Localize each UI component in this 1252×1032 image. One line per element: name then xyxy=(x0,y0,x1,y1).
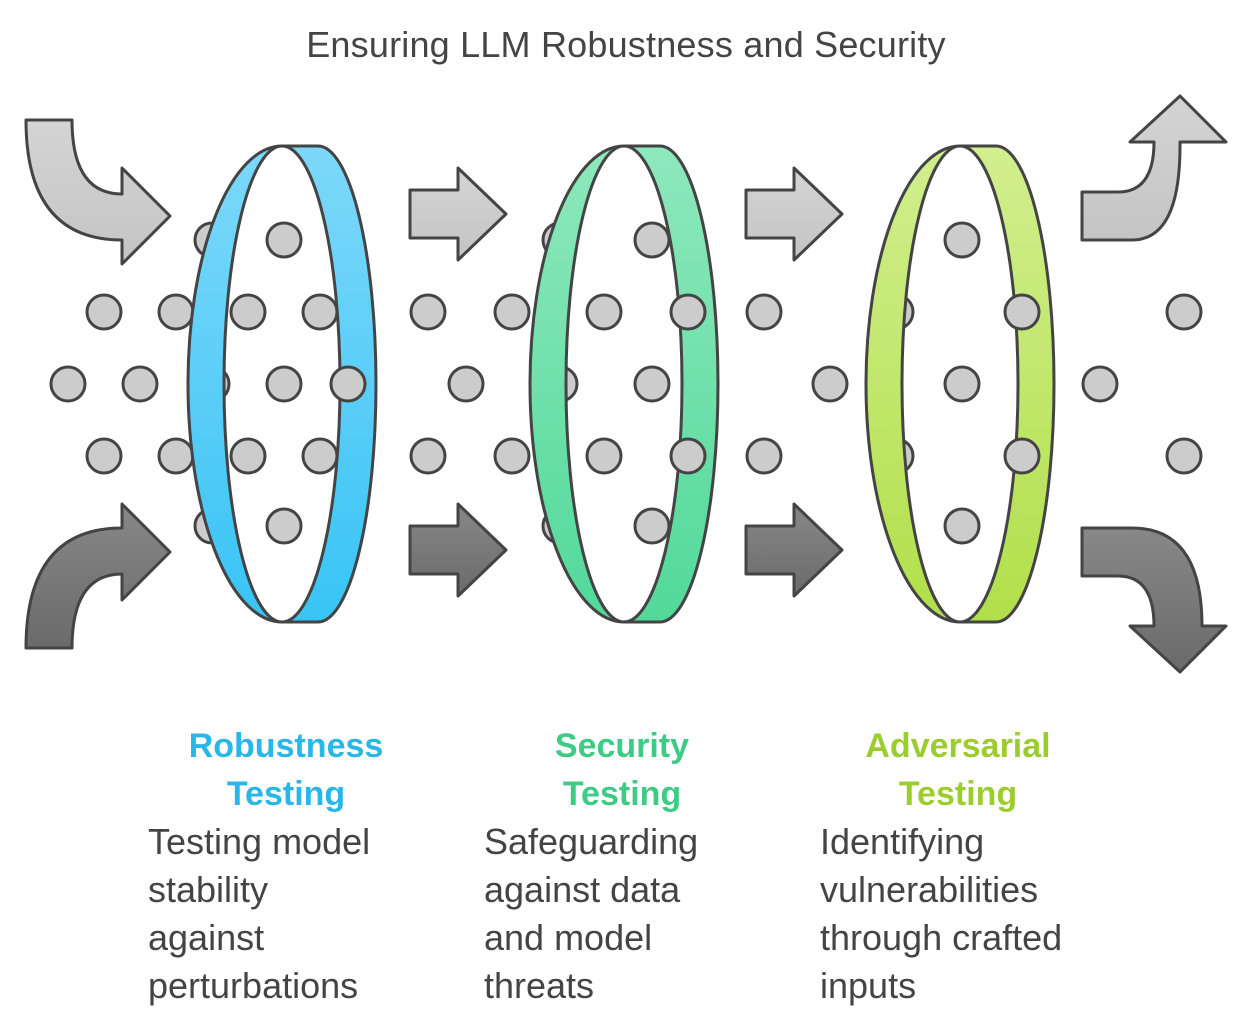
particle-dot xyxy=(265,507,303,545)
stage-heading: Security Testing xyxy=(472,722,772,818)
stage-heading-line2: Testing xyxy=(898,775,1018,813)
particle-dot xyxy=(1081,365,1119,403)
particle-dot xyxy=(229,437,267,475)
particle-dot xyxy=(409,293,447,331)
particle-dot xyxy=(447,365,485,403)
filter-diagram xyxy=(24,94,1228,674)
particle-dot xyxy=(157,293,195,331)
particle-dot xyxy=(301,293,339,331)
incoming-curved-arrow-bottom xyxy=(24,502,172,650)
stage-description: Identifying vulnerabilities through craf… xyxy=(820,821,1063,1006)
stage-heading-line2: Testing xyxy=(562,775,682,813)
particle-dot xyxy=(121,365,159,403)
particle-dot xyxy=(493,293,531,331)
particle-dot xyxy=(633,365,671,403)
particle-dot xyxy=(1003,437,1041,475)
particle-dot xyxy=(493,437,531,475)
ring-front-band xyxy=(864,144,962,624)
particle-dot xyxy=(329,365,367,403)
particle-dot xyxy=(85,437,123,475)
stage-heading-line1: Security xyxy=(554,727,690,765)
ring-back-band xyxy=(280,144,378,624)
outgoing-curved-arrow-top xyxy=(1080,94,1228,242)
particle-dot xyxy=(943,507,981,545)
particle-dot xyxy=(585,293,623,331)
outgoing-curved-arrow-bottom xyxy=(1080,526,1228,674)
pass-arrow-1-bottom xyxy=(408,502,508,598)
particle-dot xyxy=(265,221,303,259)
stage-description: Safeguarding against data and model thre… xyxy=(484,821,699,1006)
particle-dot xyxy=(49,365,87,403)
particle-dot xyxy=(85,293,123,331)
particle-dot xyxy=(745,437,783,475)
pass-arrow-2-top xyxy=(744,166,844,262)
particle-dot xyxy=(633,221,671,259)
diagram-title: Ensuring LLM Robustness and Security xyxy=(306,24,946,65)
stage-heading: Robustness Testing xyxy=(136,722,436,818)
particle-dot xyxy=(669,437,707,475)
particle-dot xyxy=(409,437,447,475)
particle-dot xyxy=(157,437,195,475)
particle-dot xyxy=(943,365,981,403)
ring-front-band xyxy=(528,144,626,624)
particle-dot xyxy=(943,221,981,259)
pass-arrow-2-bottom xyxy=(744,502,844,598)
particle-dot xyxy=(745,293,783,331)
stage-description: Testing model stability against perturba… xyxy=(148,821,371,1006)
particle-dot xyxy=(585,437,623,475)
particle-dot xyxy=(1165,437,1203,475)
particle-dot xyxy=(265,365,303,403)
stage-heading-line2: Testing xyxy=(226,775,346,813)
stage-heading: Adversarial Testing xyxy=(808,722,1108,818)
ring-front-band xyxy=(186,144,284,624)
stage-heading-line1: Adversarial xyxy=(865,727,1051,765)
particle-dot xyxy=(229,293,267,331)
particle-dot xyxy=(811,365,849,403)
pass-arrow-1-top xyxy=(408,166,508,262)
stage-adversarial: Adversarial Testing Identifying vulnerab… xyxy=(808,722,1108,1010)
incoming-curved-arrow-top xyxy=(24,118,172,266)
stage-heading-line1: Robustness xyxy=(188,727,384,765)
ring-back-band xyxy=(622,144,720,624)
particle-dot xyxy=(1003,293,1041,331)
particle-dot xyxy=(633,507,671,545)
stage-robustness: Robustness Testing Testing model stabili… xyxy=(136,722,436,1010)
ring-back-band xyxy=(958,144,1056,624)
particle-dot xyxy=(1165,293,1203,331)
particle-dot xyxy=(301,437,339,475)
particle-dot xyxy=(669,293,707,331)
stage-security: Security Testing Safeguarding against da… xyxy=(472,722,772,1010)
